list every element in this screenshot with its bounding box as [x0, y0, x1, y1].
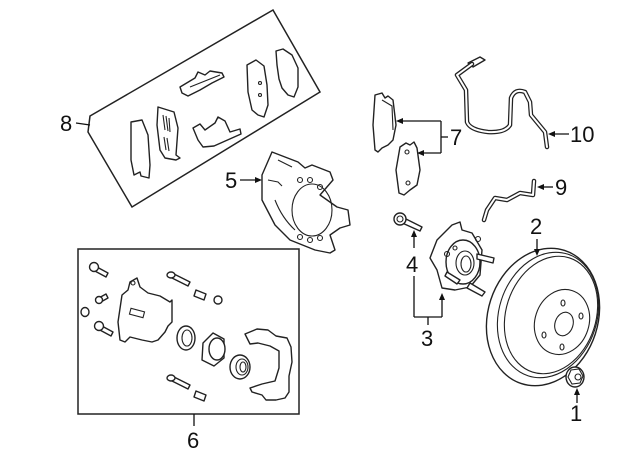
callout-2-label: 2 [530, 214, 542, 239]
kit-pad-left [130, 119, 151, 179]
bleeder-cap [80, 306, 90, 318]
callout-4-label: 4 [406, 252, 418, 277]
callout-3[interactable]: 3 [413, 276, 445, 351]
caliper-bracket [244, 328, 293, 401]
callout-5[interactable]: 5 [225, 168, 262, 193]
kit-pad-far-right [275, 48, 299, 98]
brake-pad-upper [372, 92, 397, 153]
bleeder-screw [94, 293, 109, 305]
callout-4[interactable]: 4 [406, 230, 418, 277]
callout-3-label: 3 [421, 326, 433, 351]
pin-boot-bottom [193, 390, 207, 402]
callout-7[interactable]: 7 [396, 118, 462, 156]
callout-5-label: 5 [225, 168, 237, 193]
callout-2[interactable]: 2 [530, 214, 542, 256]
brake-pads[interactable] [372, 92, 421, 196]
caliper-kit-group[interactable] [77, 248, 300, 415]
hub-assembly[interactable] [429, 221, 495, 297]
pin-boot-top [193, 289, 207, 301]
pad-kit-group[interactable] [87, 8, 322, 209]
kit-pad-right [246, 59, 269, 118]
callout-7-label: 7 [450, 125, 462, 150]
callout-9-label: 9 [555, 175, 567, 200]
splash-shield[interactable] [261, 151, 351, 254]
callout-1-label: 1 [570, 401, 582, 426]
callout-8-label: 8 [60, 111, 72, 136]
brake-rotor[interactable] [469, 233, 617, 400]
brake-hose[interactable] [481, 178, 537, 223]
kit-shim [156, 106, 181, 161]
lug-nut[interactable] [565, 366, 585, 388]
piston-seal [176, 325, 196, 351]
piston [201, 332, 226, 367]
callout-1[interactable]: 1 [570, 388, 582, 426]
guide-pin-top [166, 271, 191, 287]
callout-8[interactable]: 8 [60, 111, 91, 136]
callout-6[interactable]: 6 [187, 414, 199, 453]
hub-bolt[interactable] [393, 212, 423, 232]
kit-clip-bottom [192, 116, 242, 148]
abs-sensor[interactable] [454, 56, 550, 150]
nut-small [213, 295, 223, 305]
guide-pin-bottom [166, 374, 191, 390]
dust-boot [229, 354, 251, 380]
callout-10-label: 10 [570, 122, 594, 147]
callout-6-label: 6 [187, 428, 199, 453]
caliper-bolt-bottom [93, 320, 114, 337]
caliper-bolt-top [88, 261, 109, 278]
callout-9[interactable]: 9 [537, 175, 567, 200]
brake-pad-lower [395, 141, 421, 196]
caliper-body [117, 277, 173, 343]
callout-10[interactable]: 10 [548, 122, 594, 147]
